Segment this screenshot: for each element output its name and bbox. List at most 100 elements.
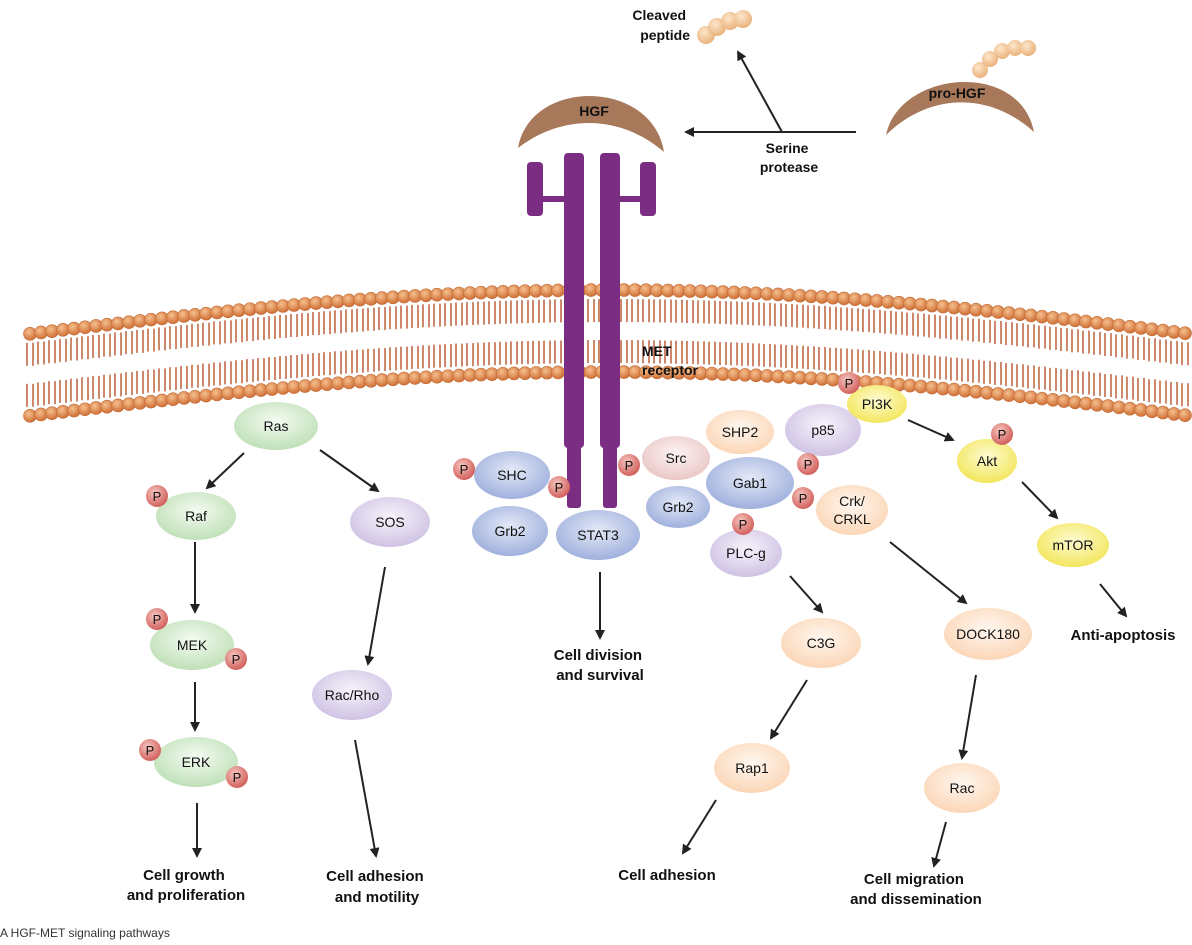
shc-receptor-phospho-label: P [555, 480, 564, 495]
akt-phospho: P [991, 423, 1013, 445]
raf-phospho-label: P [153, 489, 162, 504]
rac-node-label: Rac [950, 780, 975, 796]
gab1-phospho-2-circle [792, 487, 814, 509]
akt-phospho-circle [991, 423, 1013, 445]
mek-node-shape [150, 620, 234, 670]
pi3k-node-shape [847, 385, 907, 423]
shc-node-shape [474, 451, 550, 499]
figure-caption: A HGF-MET signaling pathways [0, 926, 170, 940]
dock180-node-shape [944, 608, 1032, 660]
met-receptor-icon [527, 153, 656, 508]
src-phospho-circle [618, 454, 640, 476]
rap1-node: Rap1 [714, 743, 790, 793]
crk-node-shape [816, 485, 888, 535]
pi3k-phospho-circle [838, 372, 860, 394]
shc-phospho-circle [453, 458, 475, 480]
erk-node-label: ERK [182, 754, 211, 770]
cleavage-arrow [737, 50, 783, 133]
gab1-node-shape [706, 457, 794, 509]
gab1-phospho-1: P [797, 453, 819, 475]
mek-node: MEK [150, 620, 234, 670]
sos-node-shape [350, 497, 430, 547]
plcg-phospho: P [732, 513, 754, 535]
rac-rho-node-label: Rac/Rho [325, 687, 380, 703]
cell-membrane [23, 283, 1192, 423]
stat3-node-shape [556, 510, 640, 560]
gab1-phospho-2: P [792, 487, 814, 509]
grb2-right-node: Grb2 [646, 486, 710, 528]
shc-phospho: P [453, 458, 475, 480]
p85-node-label: p85 [811, 422, 835, 438]
src-node: Src [642, 436, 710, 480]
shc-phospho-label: P [460, 462, 469, 477]
grb2-right-node-shape [646, 486, 710, 528]
shp2-node-label: SHP2 [722, 424, 759, 440]
akt-phospho-label: P [998, 427, 1007, 442]
raf-node-label: Raf [185, 508, 207, 524]
mtor-node-shape [1037, 523, 1109, 567]
sos-node-label: SOS [375, 514, 405, 530]
raf-phospho-circle [146, 485, 168, 507]
p85-node-shape [785, 404, 861, 456]
gab1-phospho-2-label: P [799, 491, 808, 506]
erk-phospho-2-label: P [233, 770, 242, 785]
akt-node: Akt [957, 439, 1017, 483]
src-node-shape [642, 436, 710, 480]
sos-node: SOS [350, 497, 430, 547]
ras-node-shape [234, 402, 318, 450]
serine-protease-label: Serine protease [760, 140, 819, 175]
pi3k-phospho: P [838, 372, 860, 394]
mek-phospho-1-circle [146, 608, 168, 630]
stat3-node: STAT3 [556, 510, 640, 560]
outcome-labels: Cell growth and proliferation Cell adhes… [127, 627, 1176, 908]
mtor-node-label: mTOR [1053, 537, 1094, 553]
raf-phospho: P [146, 485, 168, 507]
gab1-phospho-1-label: P [804, 457, 813, 472]
shc-node-label: SHC [497, 467, 527, 483]
gab1-node-label: Gab1 [733, 475, 767, 491]
plcg-phospho-circle [732, 513, 754, 535]
pro-hgf-icon [886, 40, 1036, 135]
outcome-division: Cell division and survival [554, 647, 647, 684]
shc-receptor-phospho-circle [548, 476, 570, 498]
shc-receptor-phospho: P [548, 476, 570, 498]
plcg-node-shape [710, 529, 782, 577]
mek-phospho-2-label: P [232, 652, 241, 667]
grb2-left-node: Grb2 [472, 506, 548, 556]
shp2-node-shape [706, 410, 774, 454]
rac-rho-node: Rac/Rho [312, 670, 392, 720]
c3g-node-shape [781, 618, 861, 668]
mek-phospho-2-circle [225, 648, 247, 670]
c3g-node-label: C3G [807, 635, 836, 651]
erk-phospho-1-label: P [146, 743, 155, 758]
pro-hgf-label: pro-HGF [929, 85, 986, 101]
plcg-node: PLC-g [710, 529, 782, 577]
grb2-right-node-label: Grb2 [662, 499, 693, 515]
crk-node-label: Crk/CRKL [833, 493, 871, 527]
cleaved-peptide-icon [697, 10, 752, 44]
stat3-node-label: STAT3 [577, 527, 619, 543]
gab1-node: Gab1 [706, 457, 794, 509]
src-phospho: P [618, 454, 640, 476]
grb2-left-node-label: Grb2 [494, 523, 525, 539]
gab1-phospho-1-circle [797, 453, 819, 475]
erk-phospho-2-circle [226, 766, 248, 788]
erk-node: ERK [154, 737, 238, 787]
dock180-node: DOCK180 [944, 608, 1032, 660]
p85-node: p85 [785, 404, 861, 456]
hgf-ligand-icon [518, 95, 664, 152]
src-node-label: Src [666, 450, 687, 466]
crk-node: Crk/CRKL [816, 485, 888, 535]
outcome-migration: Cell migration and dissemination [850, 871, 982, 908]
shc-node: SHC [474, 451, 550, 499]
outcome-adhesion: Cell adhesion [618, 867, 716, 884]
mtor-node: mTOR [1037, 523, 1109, 567]
raf-node: Raf [156, 492, 236, 540]
plcg-phospho-label: P [739, 517, 748, 532]
hgf-label: HGF [579, 103, 609, 119]
src-phospho-label: P [625, 458, 634, 473]
ras-node-label: Ras [264, 418, 289, 434]
cleaved-peptide-label: Cleaved peptide [632, 7, 690, 43]
c3g-node: C3G [781, 618, 861, 668]
